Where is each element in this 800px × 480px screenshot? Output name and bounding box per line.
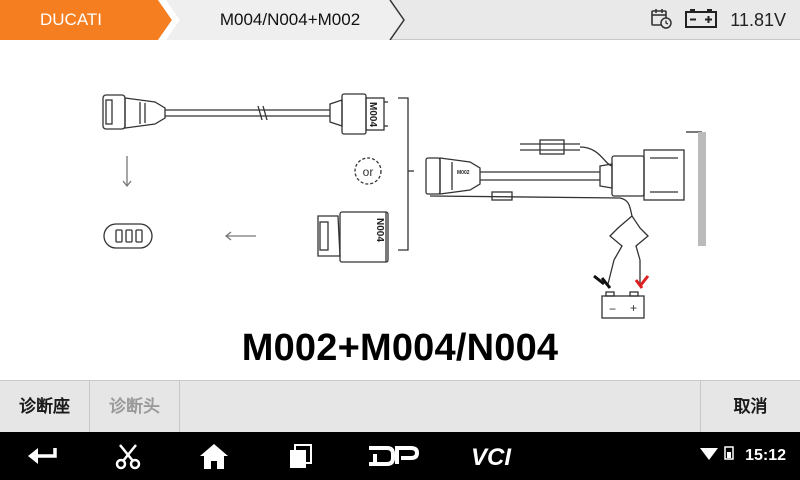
wifi-icon: [700, 446, 718, 465]
battery-minus: −: [609, 302, 616, 316]
connection-caption: M002+M004/N004: [241, 327, 559, 369]
m002-label: M002: [457, 170, 470, 176]
back-icon[interactable]: [24, 440, 60, 472]
diagnostic-socket-button[interactable]: 诊断座: [0, 381, 90, 433]
breadcrumb-model[interactable]: M004/N004+M002: [219, 10, 361, 29]
action-bar: 诊断座 诊断头 取消: [0, 380, 800, 433]
black-clip: [600, 277, 612, 289]
cancel-button[interactable]: 取消: [700, 381, 800, 433]
or-label: or: [363, 165, 374, 179]
m002-cable-drawing: [425, 131, 706, 285]
breadcrumb-shape: [0, 0, 405, 40]
vci-icon[interactable]: VCI: [468, 440, 528, 472]
top-bar: DUCATI M004/N004+M002: [0, 0, 800, 40]
status-area: 11.81V: [650, 0, 786, 40]
dp-icon[interactable]: [364, 440, 420, 472]
voltage-readout: 11.81V: [730, 9, 786, 30]
home-icon[interactable]: [196, 440, 232, 472]
calendar-clock-icon: [650, 7, 673, 34]
m004-label: M004: [367, 102, 378, 127]
m004-cable-drawing: [102, 93, 388, 135]
connection-diagram-panel: or M004 N004 M002 − + M002+M004/N004: [0, 40, 800, 380]
scissors-icon[interactable]: [110, 440, 146, 472]
battery-icon: [684, 7, 718, 34]
connection-diagram: or M004 N004 M002 − +: [102, 93, 706, 319]
clock: 15:12: [745, 447, 786, 464]
vci-label: VCI: [471, 444, 512, 469]
recent-apps-icon[interactable]: [282, 440, 318, 472]
battery-plus: +: [630, 301, 637, 315]
n004-adapter-drawing: [317, 211, 389, 263]
ducati-socket-drawing: [103, 223, 153, 249]
android-nav-bar: VCI 15:12: [0, 432, 800, 480]
diagnostic-head-button[interactable]: 诊断头: [90, 381, 180, 433]
system-status: [700, 446, 734, 465]
battery-drawing: [601, 291, 645, 319]
breadcrumb-brand[interactable]: DUCATI: [39, 10, 102, 29]
n004-label: N004: [374, 218, 385, 242]
sim-icon: [724, 446, 734, 465]
